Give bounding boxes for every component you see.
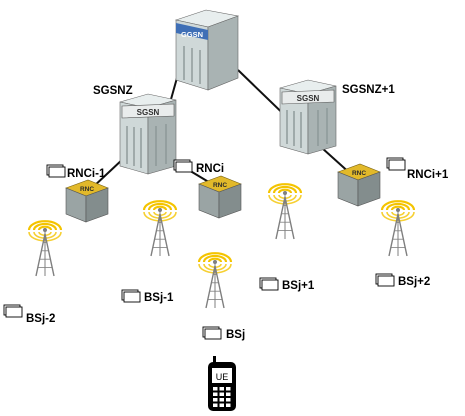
ggsn-side — [207, 15, 239, 91]
signal-arc-icon — [380, 200, 416, 211]
base-station-tower: BSj — [197, 252, 245, 341]
tower-leg — [150, 213, 161, 257]
double-box-icon-inner — [5, 306, 23, 318]
rnc-3-label-group: RNCi+1 — [386, 157, 449, 181]
signal-arc-icon — [37, 225, 53, 231]
signal-arc-icon — [267, 183, 303, 194]
tower-leg — [44, 233, 55, 277]
signal-arc-icon — [147, 202, 173, 211]
sgsn-left-band — [121, 103, 175, 119]
rnc-3-side — [357, 171, 381, 207]
ggsn-badge: GGSN — [181, 30, 203, 39]
ggsn-server: GGSN — [174, 9, 240, 91]
phone-keypad — [213, 387, 231, 407]
rnc-1-badge: RNC — [80, 186, 94, 193]
tower-tip — [213, 260, 217, 264]
link-sgsn-left-rnc-1 — [91, 157, 125, 189]
signal-arc-icon — [27, 220, 63, 231]
tower-leg — [205, 265, 216, 309]
rnc-2-label-group: RNCi — [173, 159, 224, 175]
signal-arc-icon — [277, 188, 293, 194]
rnc-1-side — [85, 187, 109, 223]
sgsn-left-label: SGSNZ — [93, 85, 133, 97]
rnc-2-side — [218, 183, 242, 219]
base-station-label: BSj+1 — [282, 280, 315, 292]
tower-leg — [214, 265, 225, 309]
phone-key — [213, 403, 218, 407]
double-box-icon-inner — [388, 159, 406, 171]
phone-key — [219, 392, 224, 396]
base-station-tower: BSj+2 — [375, 200, 430, 288]
base-station-label: BSj — [226, 329, 245, 341]
tower-tip — [43, 228, 47, 232]
phone-key — [226, 387, 231, 391]
signal-arc-icon — [207, 257, 223, 263]
phone-key — [213, 392, 218, 396]
base-station-label: BSj-1 — [144, 292, 174, 304]
signal-arc-icon — [385, 202, 411, 211]
phone-key — [213, 387, 218, 391]
double-box-icon-inner — [48, 166, 66, 178]
double-box-icon-inner — [377, 275, 395, 287]
phone-key — [213, 398, 218, 402]
tower-tip — [396, 208, 400, 212]
rnc-3-badge: RNC — [352, 170, 366, 177]
rnc-1-label: RNCi-1 — [67, 168, 106, 180]
rnc-1: RNC — [65, 179, 109, 223]
tower-leg — [159, 213, 170, 257]
base-station-tower: BSj+1 — [259, 183, 315, 292]
double-box-icon-inner — [123, 291, 141, 303]
rnc-2: RNC — [198, 175, 242, 219]
tower-leg — [388, 213, 399, 257]
tower-leg — [35, 233, 46, 277]
rnc-2-badge: RNC — [213, 182, 227, 189]
phone-key — [226, 392, 231, 396]
rnc-3-label: RNCi+1 — [407, 169, 449, 181]
sgsn-left-badge: SGSN — [137, 108, 160, 117]
base-station-label: BSj-2 — [26, 313, 55, 325]
sgsn-left-server: SGSN — [119, 93, 177, 175]
rnc-3: RNC — [337, 163, 381, 207]
tower-tip — [158, 208, 162, 212]
double-box-icon-inner — [204, 328, 222, 340]
phone-key — [226, 403, 231, 407]
signal-arc-icon — [272, 185, 298, 194]
rnc-2-label: RNCi — [196, 163, 224, 175]
phone-label: UE — [216, 372, 229, 382]
base-station-label: BSj+2 — [398, 276, 430, 288]
tower-tip — [283, 191, 287, 195]
base-station-tower: BSj-1 — [121, 200, 178, 304]
sgsn-right-server: SGSN — [279, 79, 337, 155]
rnc-1-label-group: RNCi-1 — [46, 164, 106, 180]
double-box-icon-inner — [175, 161, 193, 173]
tower-leg — [275, 196, 286, 240]
signal-arc-icon — [390, 205, 406, 211]
phone-key — [219, 387, 224, 391]
signal-arc-icon — [152, 205, 168, 211]
signal-arc-icon — [142, 200, 178, 211]
sgsn-right-label: SGSNZ+1 — [342, 84, 395, 96]
tower-leg — [397, 213, 408, 257]
tower-leg — [284, 196, 295, 240]
signal-arc-icon — [202, 254, 228, 263]
double-box-icon-inner — [261, 279, 279, 291]
signal-arc-icon — [32, 222, 58, 231]
phone-key — [226, 398, 231, 402]
phone-antenna — [213, 356, 216, 363]
sgsn-right-badge: SGSN — [297, 94, 320, 103]
sgsn-right-band — [281, 89, 335, 105]
mobile-phone-icon: UE — [208, 356, 236, 411]
phone-screen — [212, 368, 232, 383]
phone-key — [219, 398, 224, 402]
base-station-tower: BSj-2 — [3, 220, 63, 325]
ggsn-band — [176, 23, 208, 40]
phone-key — [219, 403, 224, 407]
signal-arc-icon — [197, 252, 233, 263]
